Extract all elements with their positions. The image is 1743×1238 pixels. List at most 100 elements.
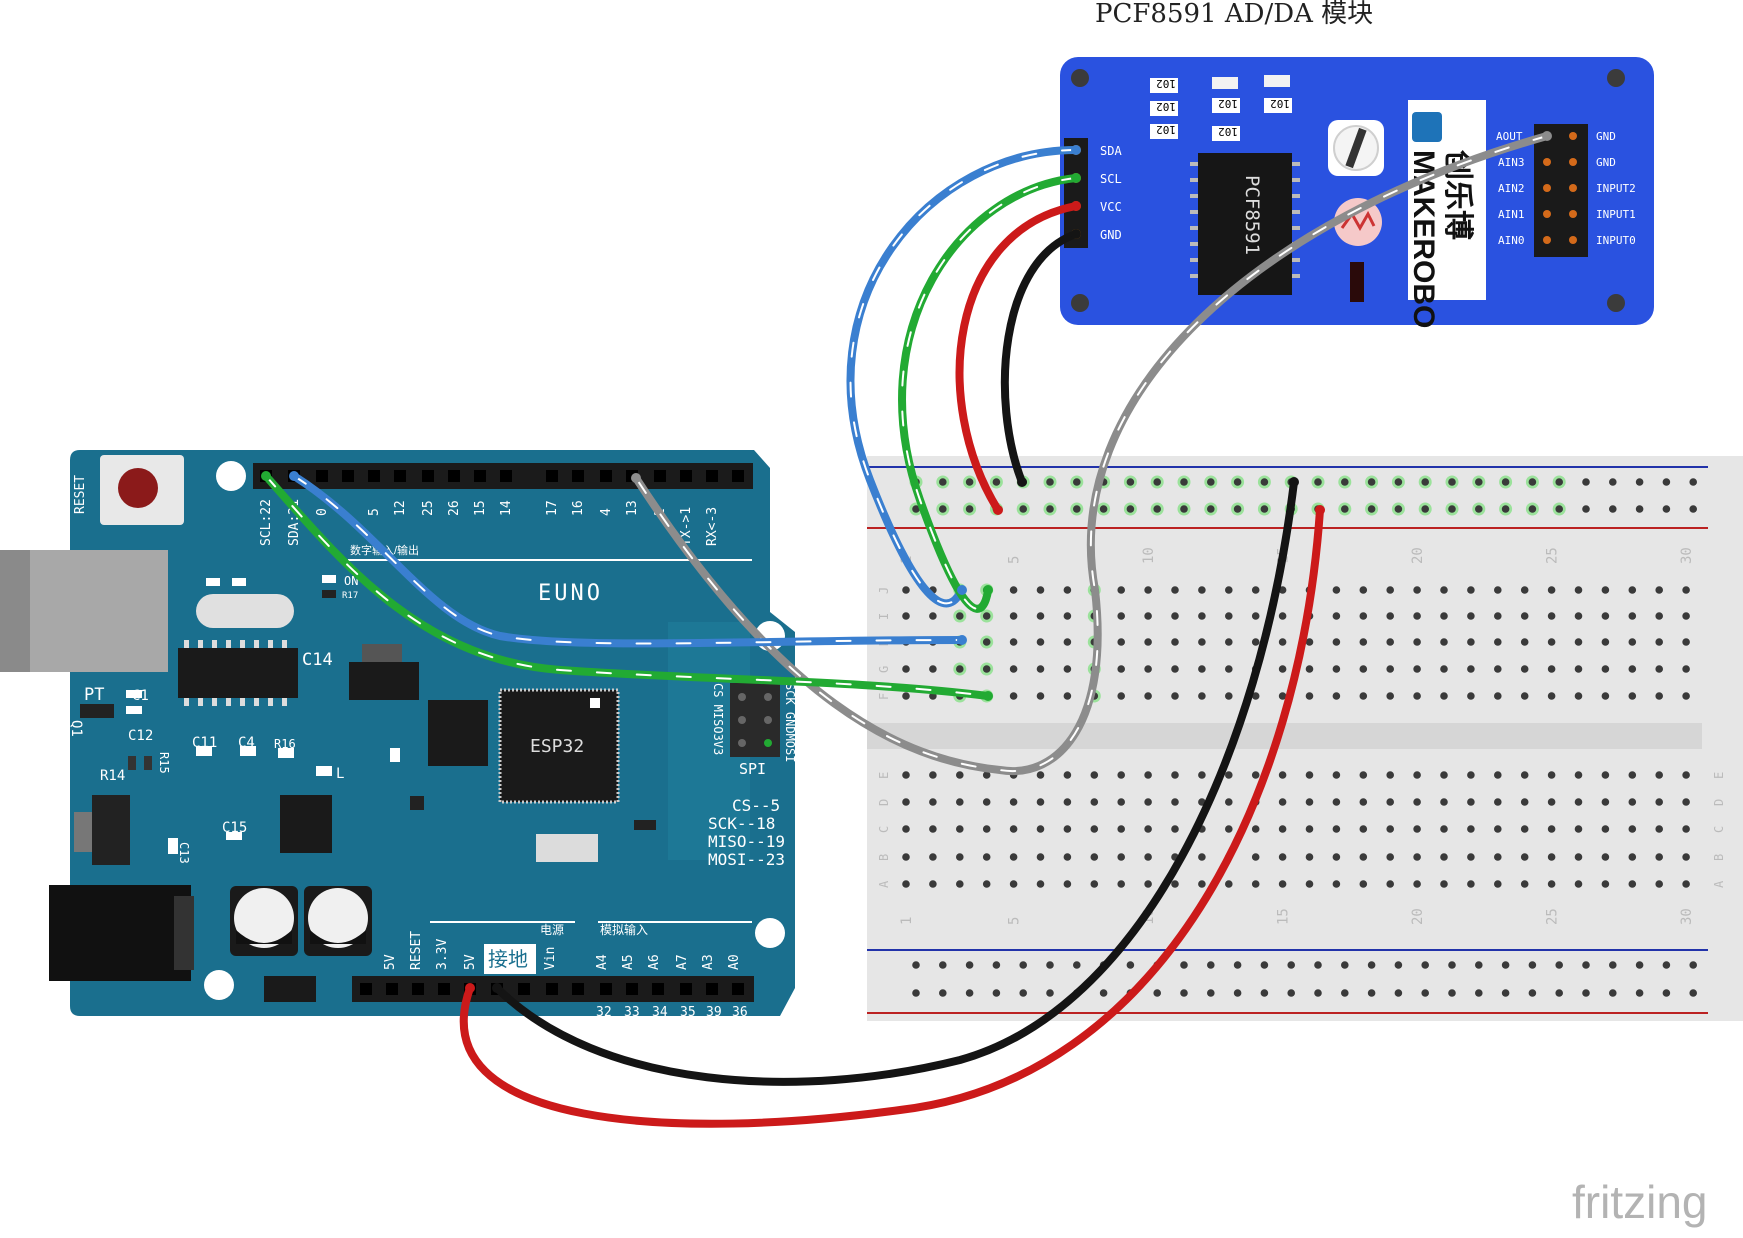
rail-hole[interactable] [1233,505,1242,513]
breadboard-hole[interactable] [1440,798,1448,806]
breadboard-hole[interactable] [1171,612,1179,620]
breadboard-hole[interactable] [1225,825,1233,833]
header-pin[interactable] [448,470,460,482]
breadboard-hole[interactable] [1063,665,1072,673]
breadboard-hole[interactable] [1278,665,1287,673]
header-pin[interactable] [706,983,718,995]
breadboard-hole[interactable] [982,853,991,861]
wire-gnd-board-black[interactable] [493,478,1298,1086]
breadboard-hole[interactable] [1574,880,1583,888]
breadboard-hole[interactable] [1601,853,1610,861]
breadboard-hole[interactable] [1009,798,1018,806]
breadboard-hole[interactable] [929,853,937,861]
breadboard-hole[interactable] [1036,880,1045,888]
rail-hole[interactable] [1501,478,1510,486]
breadboard-hole[interactable] [1494,612,1502,620]
header-pin[interactable] [316,470,328,482]
rail-hole[interactable] [1073,478,1081,486]
rail-hole[interactable] [992,478,1001,486]
header-pin[interactable] [474,470,486,482]
breadboard-hole[interactable] [1574,612,1583,620]
rail-hole[interactable] [1314,961,1322,969]
breadboard-hole[interactable] [1601,880,1610,888]
rail-hole[interactable] [1180,505,1188,513]
breadboard-hole[interactable] [1574,798,1583,806]
breadboard-hole[interactable] [1628,798,1637,806]
breadboard-hole[interactable] [1628,638,1637,646]
breadboard-hole[interactable] [1574,586,1583,594]
breadboard-hole[interactable] [902,825,910,833]
breadboard-hole[interactable] [1413,798,1421,806]
breadboard-hole[interactable] [1520,638,1529,646]
rail-hole[interactable] [1528,505,1537,513]
rail-hole[interactable] [1635,961,1644,969]
breadboard-hole[interactable] [1547,638,1556,646]
breadboard-hole[interactable] [1574,825,1583,833]
breadboard-hole[interactable] [1063,586,1072,594]
breadboard-hole[interactable] [1359,798,1368,806]
breadboard-hole[interactable] [1386,665,1394,673]
rail-hole[interactable] [1099,505,1108,513]
rail-hole[interactable] [1260,505,1269,513]
breadboard-hole[interactable] [1520,880,1529,888]
breadboard-hole[interactable] [1520,825,1529,833]
rail-hole[interactable] [1421,505,1429,513]
breadboard-hole[interactable] [902,586,910,594]
rail-hole[interactable] [965,961,974,969]
breadboard-hole[interactable] [1171,638,1179,646]
breadboard-hole[interactable] [1278,638,1287,646]
rail-hole[interactable] [1582,989,1590,997]
breadboard-hole[interactable] [1305,692,1314,700]
breadboard-hole[interactable] [1198,853,1206,861]
breadboard-hole[interactable] [1655,612,1663,620]
breadboard-hole[interactable] [1225,665,1233,673]
rail-hole[interactable] [1153,505,1161,513]
breadboard-hole[interactable] [1628,771,1637,779]
breadboard-hole[interactable] [1655,638,1663,646]
breadboard-hole[interactable] [1413,853,1421,861]
breadboard-hole[interactable] [1628,612,1637,620]
breadboard-hole[interactable] [1386,771,1394,779]
rail-hole[interactable] [1501,505,1510,513]
breadboard-hole[interactable] [982,638,991,646]
breadboard-hole[interactable] [1332,586,1341,594]
header-pin[interactable] [732,983,744,995]
header-pin[interactable] [546,470,558,482]
breadboard-hole[interactable] [956,880,964,888]
rail-hole[interactable] [1099,989,1108,997]
breadboard-hole[interactable] [929,880,937,888]
breadboard-hole[interactable] [1467,612,1475,620]
breadboard-hole[interactable] [1601,638,1610,646]
breadboard-hole[interactable] [1547,880,1556,888]
breadboard-hole[interactable] [902,692,910,700]
breadboard-hole[interactable] [1332,638,1341,646]
rail-hole[interactable] [912,989,920,997]
breadboard-hole[interactable] [1117,692,1125,700]
breadboard-hole[interactable] [1440,638,1448,646]
rail-hole[interactable] [1689,961,1697,969]
breadboard-hole[interactable] [1574,692,1583,700]
rail-hole[interactable] [1635,505,1644,513]
rail-hole[interactable] [1394,478,1403,486]
breadboard-hole[interactable] [1467,692,1475,700]
breadboard-hole[interactable] [1198,612,1206,620]
rail-hole[interactable] [1662,961,1671,969]
rail-hole[interactable] [939,478,947,486]
rail-hole[interactable] [1448,478,1456,486]
rail-hole[interactable] [1314,989,1322,997]
breadboard-hole[interactable] [1547,825,1556,833]
breadboard-hole[interactable] [1198,771,1206,779]
breadboard-hole[interactable] [1144,771,1152,779]
breadboard-hole[interactable] [1090,853,1099,861]
rail-hole[interactable] [1421,961,1429,969]
breadboard-hole[interactable] [1467,771,1475,779]
header-pin[interactable] [600,983,612,995]
breadboard-hole[interactable] [1467,638,1475,646]
header-pin[interactable] [342,470,354,482]
breadboard-hole[interactable] [1601,771,1610,779]
header-pin[interactable] [652,983,664,995]
breadboard-hole[interactable] [1601,692,1610,700]
breadboard-hole[interactable] [1198,880,1206,888]
breadboard-hole[interactable] [1090,798,1099,806]
breadboard-hole[interactable] [1574,853,1583,861]
